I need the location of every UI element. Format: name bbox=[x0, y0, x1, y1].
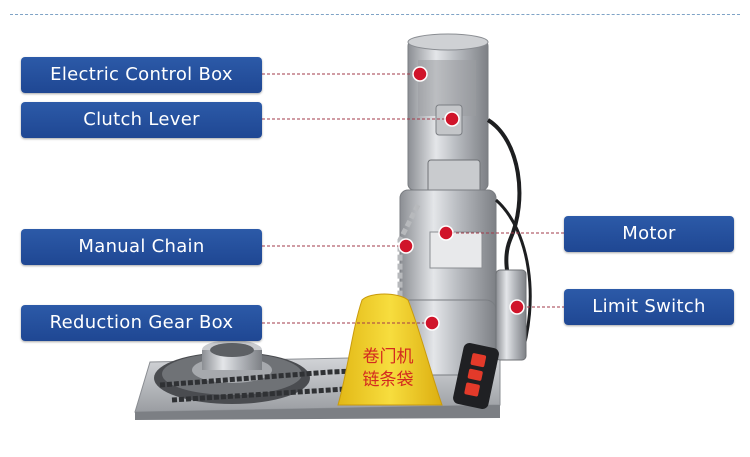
chain-bag: 卷门机 链条袋 bbox=[337, 293, 443, 406]
limit-switch-box bbox=[495, 269, 527, 361]
remote-control bbox=[453, 343, 499, 409]
marker-clutch-lever bbox=[444, 111, 460, 127]
chain-bag-text-line2: 链条袋 bbox=[363, 370, 414, 390]
callout-clutch-lever: Clutch Lever bbox=[21, 102, 262, 138]
callout-limit-switch: Limit Switch bbox=[564, 289, 734, 325]
marker-manual-chain bbox=[398, 238, 414, 254]
callout-reduction-gear-box: Reduction Gear Box bbox=[21, 305, 262, 341]
marker-reduction-gear-box bbox=[424, 315, 440, 331]
top-dashed-divider bbox=[10, 14, 740, 15]
chain-bag-text-line1: 卷门机 bbox=[363, 347, 414, 367]
callout-manual-chain: Manual Chain bbox=[21, 229, 262, 265]
marker-limit-switch bbox=[509, 299, 525, 315]
marker-motor bbox=[438, 225, 454, 241]
hand-chain bbox=[397, 203, 421, 300]
callout-electric-control-box: Electric Control Box bbox=[21, 57, 262, 93]
marker-electric-control-box bbox=[412, 66, 428, 82]
callout-motor: Motor bbox=[564, 216, 734, 252]
